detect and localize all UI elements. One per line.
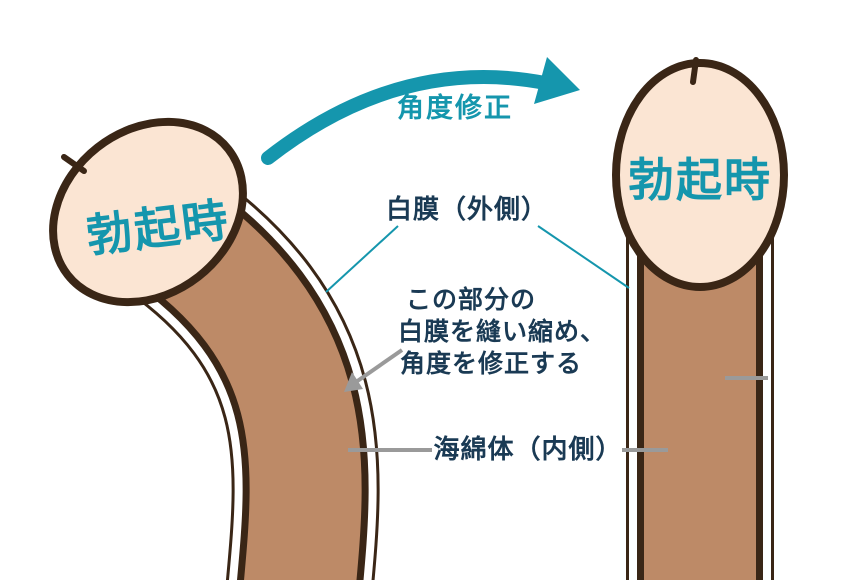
tunica-leader-right [537,225,630,289]
procedure-arrow-head [344,372,363,392]
correction-arrow [261,70,552,165]
cavernosum-label: 海綿体（内側） [433,434,622,464]
procedure-note-line1: この部分の [406,285,536,314]
correction-arrow-group: 角度修正 [261,57,580,165]
left-glans [49,117,247,307]
left-figure: 勃起時 [49,117,380,580]
procedure-note-line2: 白膜を縫い縮め、 [398,317,606,346]
procedure-arrow [354,348,404,384]
left-shaft-body [127,178,362,580]
procedure-note-line3: 角度を修正する [400,349,582,378]
right-glans-meatus-mark [690,57,699,85]
left-glans-meatus-mark [61,154,87,174]
correction-arrow-head [534,57,580,104]
correction-arrow-label: 角度修正 [397,92,513,123]
right-glans [612,59,788,291]
right-erection-label: 勃起時 [628,154,772,206]
tunica-label: 白膜（外側） [386,194,548,224]
annotations: 白膜（外側） この部分の 白膜を縫い縮め、 角度を修正する 海綿体（内側） [325,194,668,464]
right-figure: 勃起時 [612,57,788,580]
tunica-leader-left [325,225,399,293]
